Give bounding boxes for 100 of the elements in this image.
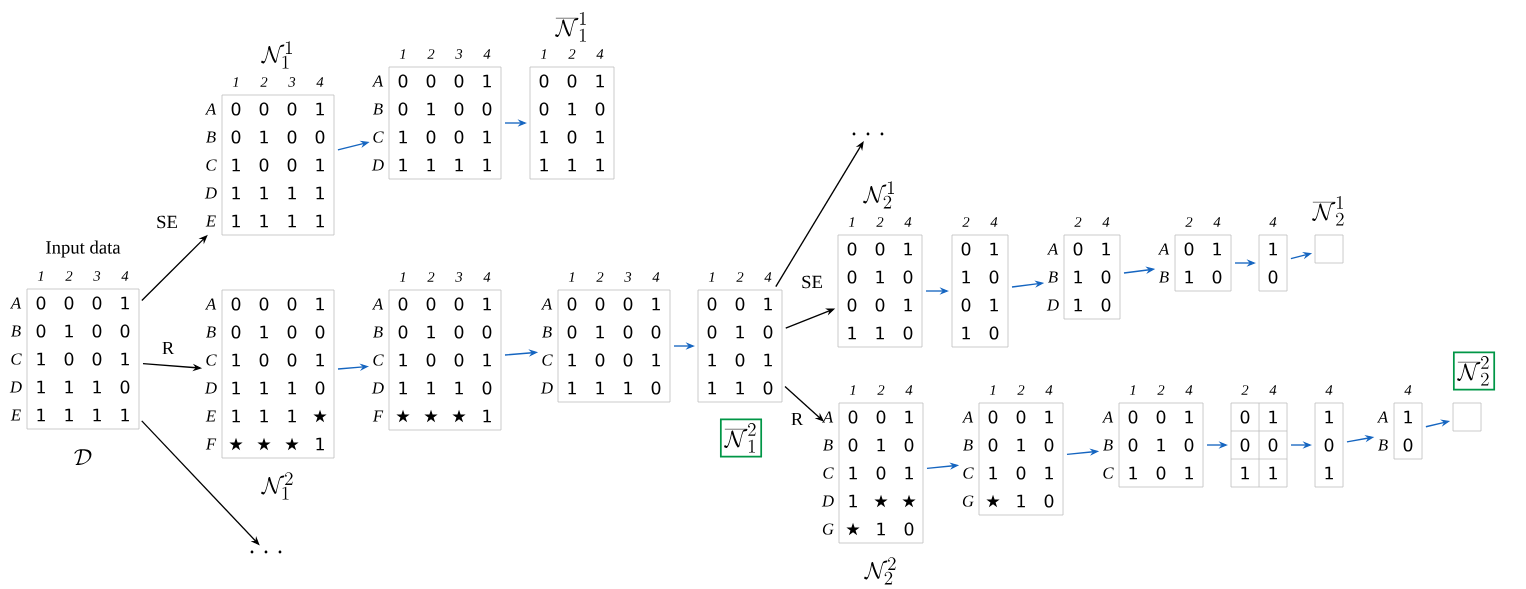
node-label: 1 [316,102,324,116]
column-header: 3 [93,271,101,281]
node-label: 1 [989,466,997,480]
column-header: 2 [876,217,884,227]
node-label: 1 [540,158,548,172]
node-label: 1 [288,409,296,423]
node-label: 0 [454,325,464,339]
node-label: 0 [398,74,408,88]
matrix-name: $\mathcal{N}_2^2$ [864,557,896,585]
matrix-table: 0 0 0 1 0 1 0 0 1 0 0 1 1 1 1 1 [388,66,502,180]
node-label: 0 [903,326,913,340]
node-label: 0 [989,270,999,284]
node-label: 0 [567,325,577,339]
node-label: 1 [905,466,913,480]
row-label: A [1047,243,1059,255]
highlight-box: $\overline{\mathcal{N}}_2^2$ [1452,351,1496,391]
column-header: 2 [736,272,744,282]
node-label: 1 [260,214,268,228]
node-label: ★ [902,494,916,508]
node-label: 1 [1185,270,1193,284]
node-label: 0 [315,130,325,144]
node-label: 1 [288,186,296,200]
row-label: B [823,439,833,451]
column-header: 2 [427,272,435,282]
row-label: B [373,326,383,338]
heading: Input data [46,240,121,258]
node-label: 0 [961,242,971,256]
node-label: 0 [539,102,549,116]
node-label: 0 [92,324,102,338]
matrix-table: 1 0 [1258,234,1288,292]
column-header: 4 [1404,385,1412,395]
column-header: 2 [1185,217,1193,227]
node-label: 1 [232,381,240,395]
row-label: G [822,523,834,535]
edge-label: SE [799,274,825,290]
node-label: 1 [1185,466,1193,480]
row-label: C [11,353,22,365]
node-label: 0 [1044,438,1054,452]
column-header: 1 [989,385,996,395]
matrix-table: 0 0 1 0 1 0 1 0 1 ★ 1 0 [978,402,1064,516]
matrix-table: 0 0 1 0 1 0 0 0 1 1 1 0 [837,234,923,348]
node-label: 1 [652,353,660,367]
column-header: 1 [399,49,406,59]
matrix-name: $\mathcal{N}_1^2$ [261,472,293,500]
node-label: 0 [875,298,885,312]
column-header: 4 [1325,385,1333,395]
row-label: A [962,411,974,423]
node-label: 1 [483,353,491,367]
node-label: 1 [1213,242,1221,256]
matrix-table: 0 0 1 0 1 0 1 0 1 1 1 0 [697,289,783,403]
node-label: 0 [259,158,269,172]
node-label: 1 [37,352,45,366]
node-label: 0 [92,296,102,310]
node-label: 0 [454,353,464,367]
node-label: 1 [37,380,45,394]
node-label: 0 [707,325,717,339]
matrix-table: 0 1 1 0 0 1 1 0 [951,234,1009,348]
node-label: 0 [735,297,745,311]
row-label: C [1103,467,1114,479]
node-label: 1 [876,326,884,340]
ellipsis: . . . [250,550,282,554]
node-label: 1 [316,297,324,311]
node-label: 1 [848,326,856,340]
node-label: 1 [260,130,268,144]
node-label: 0 [482,325,492,339]
node-label: 0 [454,297,464,311]
node-label: ★ [846,522,860,536]
column-header: 1 [37,271,44,281]
empty-box [1452,402,1482,432]
row-label: D [204,187,217,199]
row-label: F [372,410,384,422]
row-label: A [205,103,217,115]
node-label: ★ [874,494,888,508]
node-label: 1 [624,381,632,395]
node-label: 0 [651,325,661,339]
column-header: 2 [962,217,970,227]
node-label: 1 [37,408,45,422]
node-label: 1 [849,466,857,480]
matrix-name: $\mathcal{N}_2^1$ [863,181,894,209]
node-label: 0 [231,130,241,144]
column-header: 4 [990,217,998,227]
node-label: 1 [232,214,240,228]
node-label: 1 [427,381,435,395]
node-label: ★ [285,437,299,451]
column-header: 4 [596,49,604,59]
matrix-table: 0 0 1 0 1 0 1 0 1 [1118,402,1204,488]
edge-label: SE [154,214,180,230]
node-label: ★ [229,437,243,451]
node-label: 0 [120,324,130,338]
node-label: 1 [483,74,491,88]
column-header: 4 [121,271,129,281]
node-label: 0 [259,353,269,367]
matrix-table: 1 0 1 [1314,402,1344,488]
node-label: 1 [427,102,435,116]
node-label: 1 [1074,270,1082,284]
matrix-table: 0 0 0 1 0 1 0 0 1 0 0 1 1 1 1 1 1 1 1 1 [221,94,335,236]
node-label: 0 [454,102,464,116]
node-label: 1 [904,298,912,312]
node-label: 1 [1074,298,1082,312]
node-label: 0 [231,102,241,116]
